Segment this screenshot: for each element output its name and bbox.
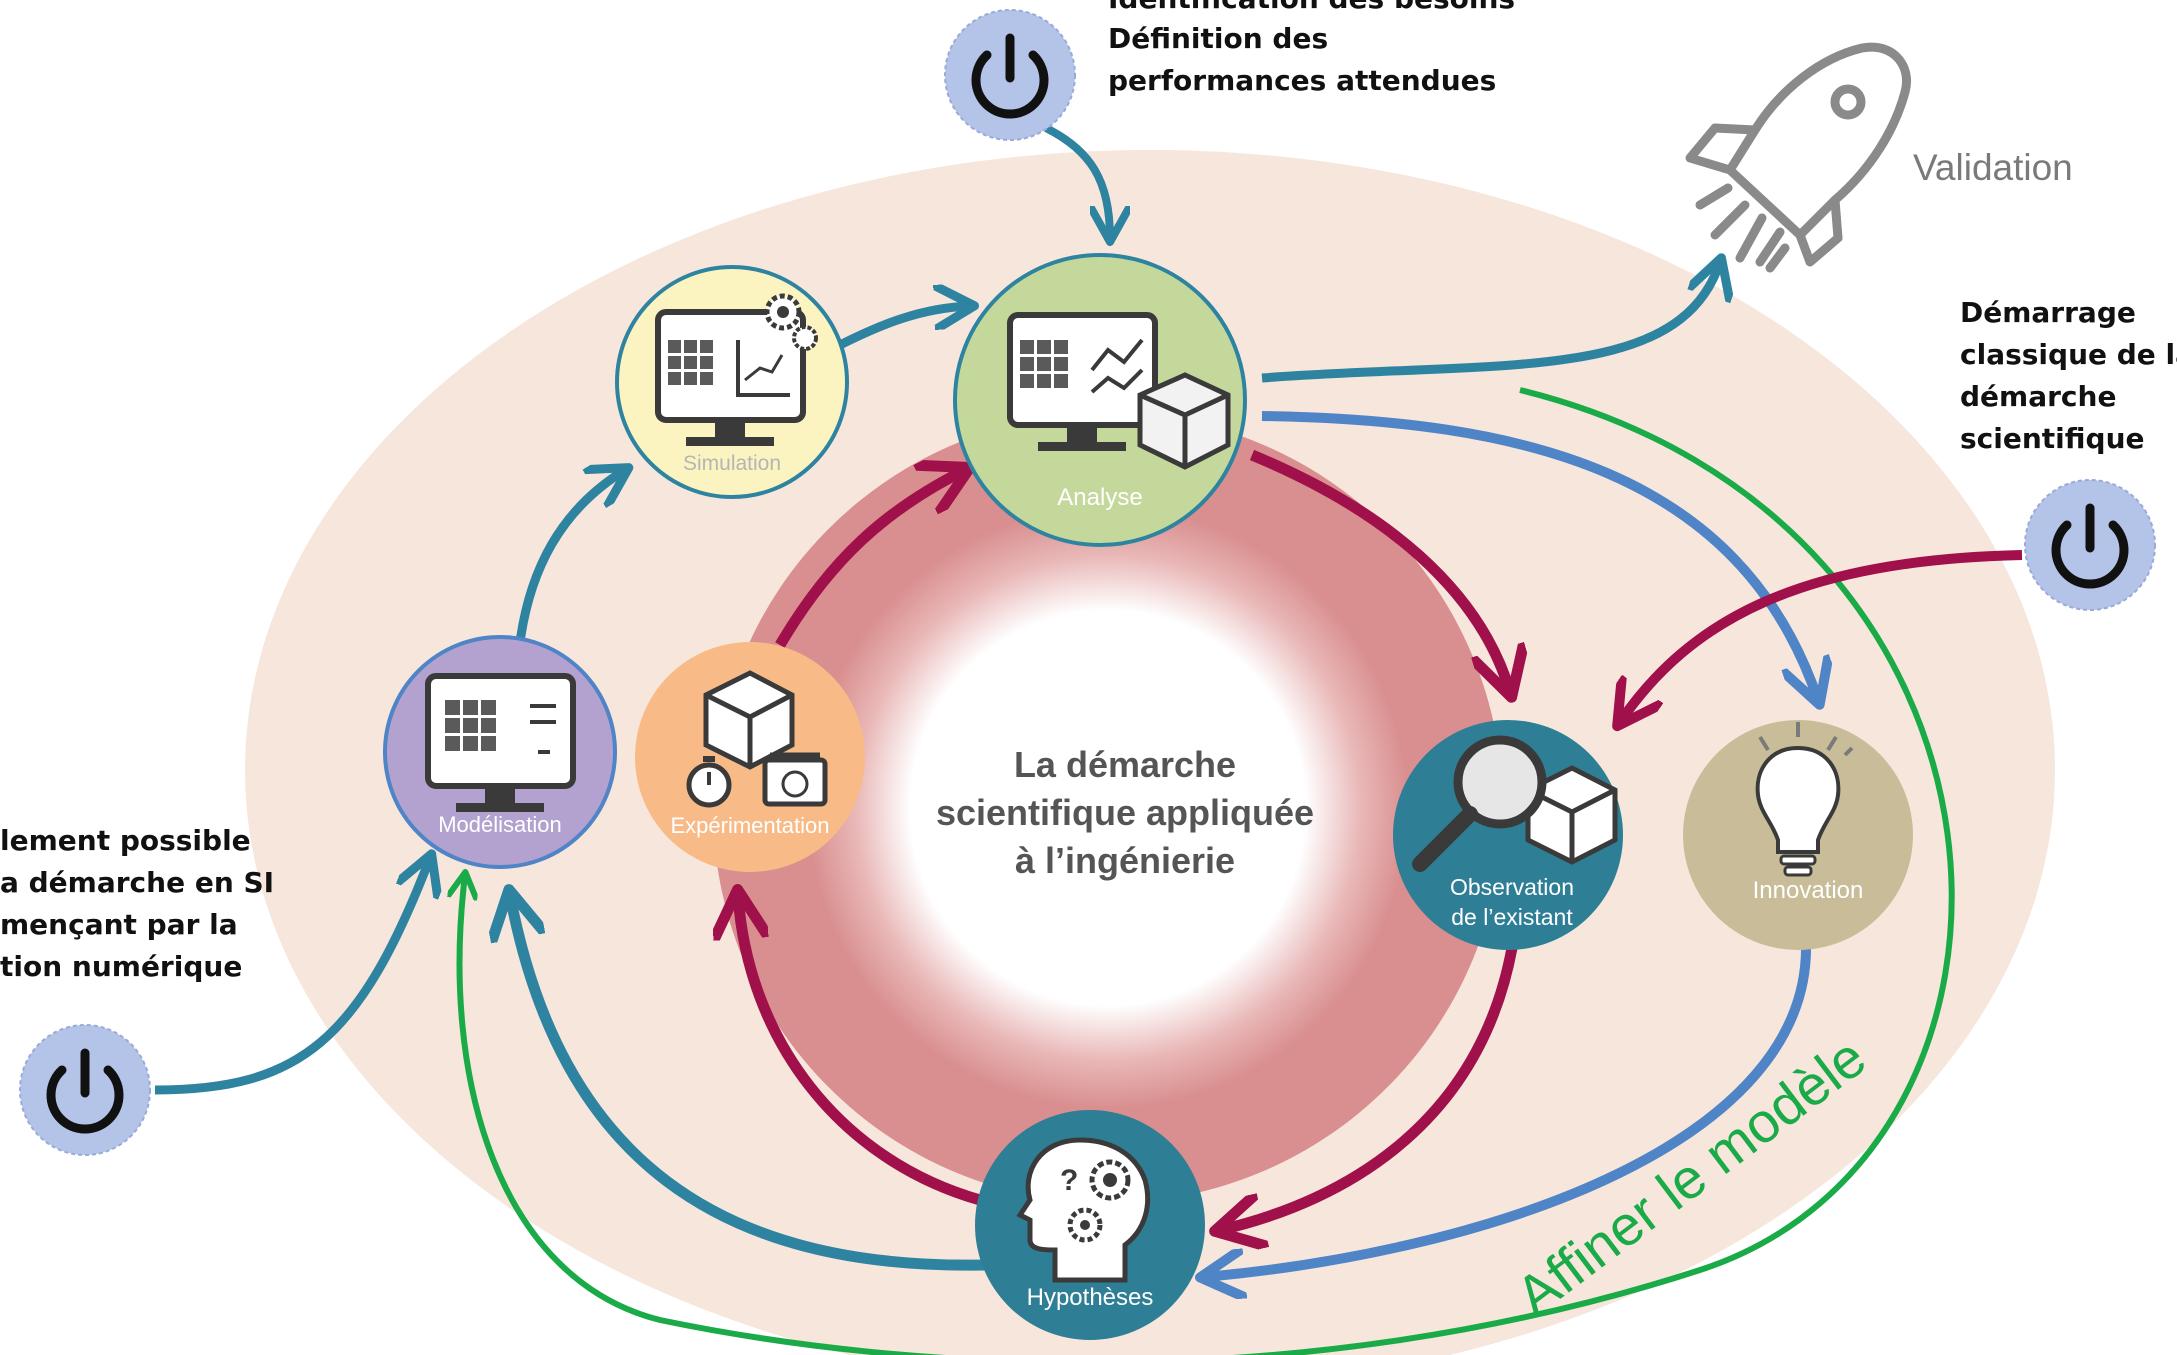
experimentation-node[interactable]: Expérimentation — [635, 642, 865, 872]
validation-label: Validation — [1913, 147, 2073, 188]
analyse-to-validation-arrow — [1261, 262, 1720, 383]
lightbulb-icon — [1755, 722, 1854, 877]
experimentation-label: Expérimentation — [671, 813, 830, 838]
center-title: La démarche scientifique appliquée à l’i… — [936, 744, 1314, 881]
right-annotation-line-2: classique de la — [1960, 338, 2177, 371]
innovation-node[interactable]: Innovation — [1683, 720, 1913, 950]
left-annotation-line-2: a démarche en SI — [0, 866, 274, 899]
magnifier-cube-icon — [1412, 735, 1618, 872]
left-annotation-line-1: lement possible — [0, 824, 251, 857]
observation-to-hypotheses-arrow — [1220, 946, 1518, 1230]
center-title-line-2: scientifique appliquée — [936, 792, 1314, 833]
analyse-label: Analyse — [1057, 484, 1142, 511]
power-icon — [46, 1048, 124, 1134]
innovation-label: Innovation — [1753, 877, 1864, 904]
left-start-button[interactable] — [19, 1024, 151, 1156]
right-annotation-line-3: démarche — [1960, 380, 2116, 413]
right-annotation-line-4: scientifique — [1960, 422, 2145, 455]
top-start-button[interactable] — [944, 9, 1076, 141]
monitor-cube-icon — [425, 673, 576, 812]
hypotheses-to-experimentation-arrow — [738, 895, 982, 1206]
hypotheses-node[interactable]: ? Hypothèses — [975, 1110, 1205, 1340]
modelisation-node[interactable]: Modélisation — [383, 635, 617, 869]
power-icon — [2051, 503, 2129, 589]
rocket-icon — [1685, 42, 1911, 273]
right-start-arrow — [1620, 550, 2023, 722]
right-annotation: Démarrage classique de la démarche scien… — [1960, 296, 2177, 455]
simulation-node[interactable]: Simulation — [615, 265, 849, 499]
analyse-to-observation-arrow — [1249, 449, 1510, 692]
monitor-chart-cube-icon — [1007, 312, 1231, 470]
center-title-line-3: à l’ingénierie — [1015, 840, 1235, 881]
simulation-label: Simulation — [683, 452, 781, 475]
top-annotation-line-3: performances attendues — [1108, 64, 1496, 97]
top-annotation-line-1: Identification des besoins — [1108, 0, 1515, 15]
modelisation-label: Modélisation — [438, 812, 562, 837]
observation-node[interactable]: Observation de l’existant — [1393, 720, 1623, 950]
analyse-to-innovation-arrow — [1261, 411, 1818, 700]
left-annotation-line-3: mençant par la — [0, 908, 238, 941]
hypotheses-label: Hypothèses — [1027, 1284, 1154, 1311]
power-icon — [971, 33, 1049, 119]
hypotheses-to-modelisation-arrow — [510, 895, 986, 1271]
simulation-to-analyse-arrow — [837, 306, 970, 350]
innovation-to-hypotheses-arrow — [1205, 943, 1812, 1277]
observation-label-line-1: Observation — [1450, 874, 1574, 900]
left-annotation-line-4: tion numérique — [0, 950, 242, 983]
right-annotation-line-1: Démarrage — [1960, 296, 2136, 329]
cube-stopwatch-scale-icon — [686, 670, 828, 808]
left-annotation: lement possible a démarche en SI mençant… — [0, 824, 274, 983]
analyse-node[interactable]: Analyse — [953, 253, 1247, 547]
refine-arrow — [460, 387, 1955, 1355]
head-gears-icon: ? — [1016, 1137, 1151, 1283]
monitor-gears-icon — [655, 293, 818, 446]
left-start-arrow — [154, 858, 430, 1095]
observation-label-line-2: de l’existant — [1451, 904, 1573, 930]
right-start-button[interactable] — [2024, 479, 2156, 611]
top-annotation: Identification des besoins Définition de… — [1108, 0, 1515, 97]
center-title-line-1: La démarche — [1014, 744, 1236, 785]
top-start-arrow — [1044, 124, 1110, 238]
modelisation-to-simulation-arrow — [515, 470, 625, 643]
central-ring — [713, 413, 1503, 1203]
experimentation-to-analyse-arrow — [775, 470, 965, 648]
svg-text:?: ? — [1060, 1164, 1078, 1197]
top-annotation-line-2: Définition des — [1108, 22, 1328, 55]
